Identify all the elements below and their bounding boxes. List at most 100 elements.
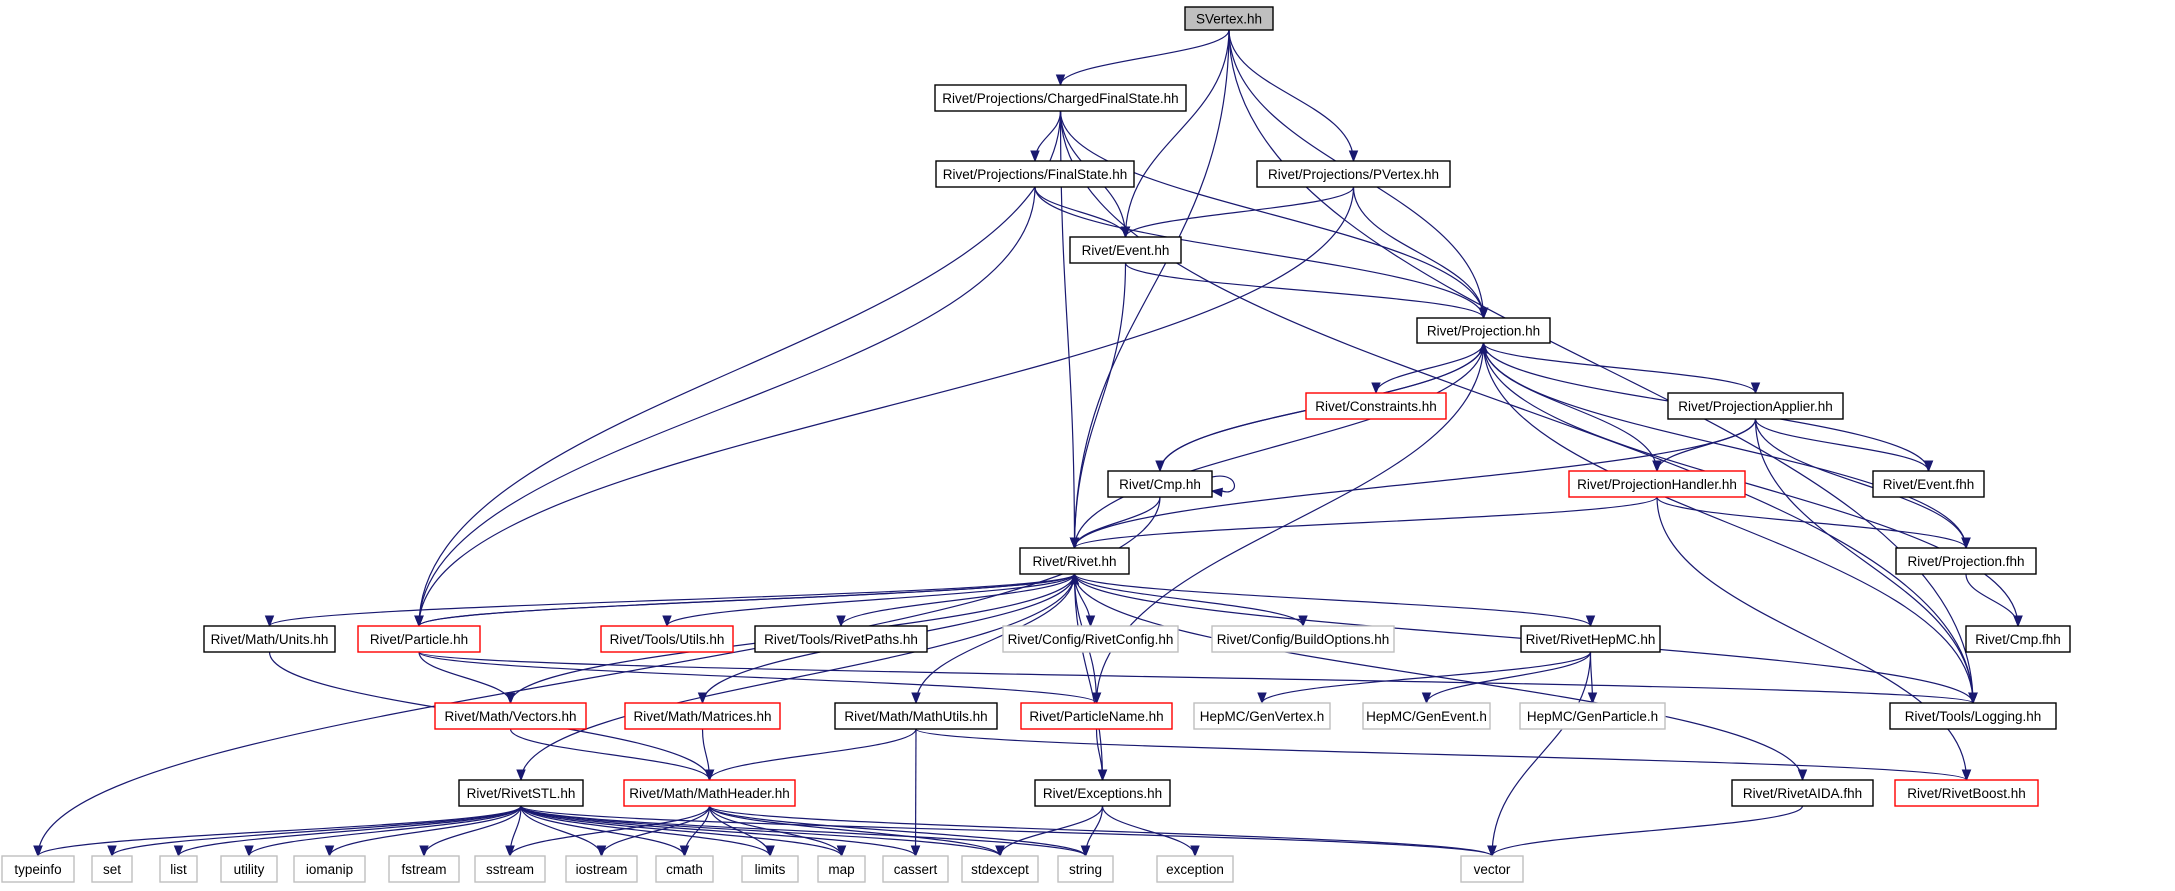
graph-node-list[interactable]: list <box>159 855 198 883</box>
node-label: iostream <box>576 862 628 877</box>
edge-line <box>1228 29 1355 162</box>
edge-line <box>1375 342 1485 394</box>
node-box <box>834 702 998 730</box>
graph-node-genparticle[interactable]: HepMC/GenParticle.h <box>1519 702 1666 730</box>
node-label: Rivet/Projections/PVertex.hh <box>1268 167 1439 182</box>
edge-line <box>328 805 522 857</box>
edge-arrowhead <box>173 845 184 858</box>
edge-arrowhead <box>1055 74 1066 87</box>
graph-node-vectors[interactable]: Rivet/Math/Vectors.hh <box>434 702 587 730</box>
edge-line <box>915 573 1076 704</box>
node-box <box>1256 160 1451 188</box>
graph-node-cmpfhh[interactable]: Rivet/Cmp.fhh <box>1965 625 2071 653</box>
graph-node-mathutils[interactable]: Rivet/Math/MathUtils.hh <box>834 702 998 730</box>
node-label: Rivet/Projections/ChargedFinalState.hh <box>942 91 1178 106</box>
edge-rivet-to-rivetpaths <box>836 573 1076 628</box>
graph-node-typeinfo[interactable]: typeinfo <box>1 855 75 883</box>
node-label: Rivet/Projection.hh <box>1427 324 1540 339</box>
edge-arrowhead <box>1371 382 1381 395</box>
edge-mathheader-to-string <box>708 805 1091 858</box>
edge-rivetstl-to-vector <box>520 805 1497 858</box>
graph-node-genevent[interactable]: HepMC/GenEvent.h <box>1362 702 1491 730</box>
node-label: Rivet/RivetAIDA.fhh <box>1743 786 1862 801</box>
node-label: list <box>170 862 187 877</box>
graph-node-projapplier[interactable]: Rivet/ProjectionApplier.hh <box>1667 392 1844 420</box>
node-label: Rivet/Tools/RivetPaths.hh <box>764 632 918 647</box>
graph-node-projection[interactable]: Rivet/Projection.hh <box>1416 317 1551 344</box>
edge-line <box>1059 110 1974 704</box>
graph-node-eventfhh[interactable]: Rivet/Event.fhh <box>1872 470 1985 498</box>
node-label: Rivet/Cmp.hh <box>1119 477 1201 492</box>
graph-node-sstream[interactable]: sstream <box>474 855 546 883</box>
node-label: exception <box>1166 862 1224 877</box>
graph-node-svertex[interactable]: SVertex.hh <box>1184 6 1274 31</box>
graph-node-buildoptions[interactable]: Rivet/Config/BuildOptions.hh <box>1211 625 1395 653</box>
graph-node-particlename[interactable]: Rivet/ParticleName.hh <box>1020 702 1173 730</box>
graph-node-map[interactable]: map <box>817 855 866 883</box>
graph-node-string[interactable]: string <box>1057 855 1114 883</box>
graph-node-rivetaida[interactable]: Rivet/RivetAIDA.fhh <box>1731 779 1874 807</box>
edge-projection-to-projfhh <box>1482 342 1971 550</box>
graph-node-constraints[interactable]: Rivet/Constraints.hh <box>1305 392 1447 420</box>
edge-arrowhead <box>704 769 715 782</box>
node-label: Rivet/Exceptions.hh <box>1043 786 1162 801</box>
graph-node-exceptions[interactable]: Rivet/Exceptions.hh <box>1034 779 1171 807</box>
graph-node-vector[interactable]: vector <box>1460 855 1524 883</box>
node-label: Rivet/RivetHepMC.hh <box>1526 632 1656 647</box>
graph-node-genvertex[interactable]: HepMC/GenVertex.h <box>1193 702 1331 730</box>
graph-node-iomanip[interactable]: iomanip <box>293 855 366 883</box>
edge-particle-to-particlename <box>418 651 1102 705</box>
graph-node-rivet[interactable]: Rivet/Rivet.hh <box>1019 547 1130 575</box>
edge-pvertex-to-particle <box>414 186 1355 628</box>
graph-node-set[interactable]: set <box>91 855 133 883</box>
graph-node-event[interactable]: Rivet/Event.hh <box>1069 236 1182 264</box>
graph-node-rivetconfig[interactable]: Rivet/Config/RivetConfig.hh <box>1002 625 1179 653</box>
graph-node-stdexcept[interactable]: stdexcept <box>961 855 1039 883</box>
graph-node-cmp[interactable]: Rivet/Cmp.hh <box>1107 470 1213 498</box>
edge-line <box>268 573 1076 627</box>
edge-rivet-to-projection <box>1073 341 1489 549</box>
edge-line <box>1482 342 1757 394</box>
graph-node-cmath[interactable]: cmath <box>655 855 714 883</box>
graph-node-rivetboost[interactable]: Rivet/RivetBoost.hh <box>1894 779 2039 807</box>
graph-node-utils[interactable]: Rivet/Tools/Utils.hh <box>600 625 734 653</box>
node-label: Rivet/Math/Matrices.hh <box>633 709 771 724</box>
edge-rivet-to-buildoptions <box>1073 573 1308 628</box>
graph-node-utility[interactable]: utility <box>220 855 278 883</box>
graph-node-projfhh[interactable]: Rivet/Projection.fhh <box>1895 547 2037 575</box>
graph-node-limits[interactable]: limits <box>741 855 799 883</box>
graph-node-exception[interactable]: exception <box>1156 855 1234 883</box>
graph-node-units[interactable]: Rivet/Math/Units.hh <box>203 625 336 653</box>
graph-node-logging[interactable]: Rivet/Tools/Logging.hh <box>1889 702 2057 730</box>
graph-node-fstream[interactable]: fstream <box>388 855 460 883</box>
node-box <box>357 625 481 653</box>
graph-node-cassert[interactable]: cassert <box>882 855 949 883</box>
graph-node-matrices[interactable]: Rivet/Math/Matrices.hh <box>624 702 781 730</box>
node-box <box>1895 547 2037 575</box>
edge-arrowhead <box>1120 226 1131 239</box>
graph-node-rivetstl[interactable]: Rivet/RivetSTL.hh <box>458 779 584 807</box>
edge-projapplier-to-eventfhh <box>1754 418 1934 473</box>
graph-node-pvertex[interactable]: Rivet/Projections/PVertex.hh <box>1256 160 1451 188</box>
node-box <box>1002 625 1179 653</box>
node-box <box>961 855 1039 883</box>
node-label: Rivet/Projection.fhh <box>1907 554 2024 569</box>
edge-rivetstl-to-utility <box>244 805 522 858</box>
edge-vectors-to-mathheader <box>509 728 715 782</box>
graph-node-projhandler[interactable]: Rivet/ProjectionHandler.hh <box>1568 470 1746 498</box>
graph-node-iostream[interactable]: iostream <box>565 855 638 883</box>
graph-node-fs[interactable]: Rivet/Projections/FinalState.hh <box>935 160 1135 188</box>
edge-arrowhead <box>1080 845 1091 858</box>
graph-node-particle[interactable]: Rivet/Particle.hh <box>357 625 481 653</box>
graph-node-rivethepmc[interactable]: Rivet/RivetHepMC.hh <box>1520 625 1661 653</box>
node-label: HepMC/GenEvent.h <box>1366 709 1487 724</box>
graph-node-mathheader[interactable]: Rivet/Math/MathHeader.hh <box>623 779 796 807</box>
graph-node-rivetpaths[interactable]: Rivet/Tools/RivetPaths.hh <box>754 625 928 653</box>
edge-line <box>418 573 1076 627</box>
edge-arrowhead <box>107 845 117 858</box>
edge-projhandler-to-projfhh <box>1656 496 1971 550</box>
graph-node-cfs[interactable]: Rivet/Projections/ChargedFinalState.hh <box>934 84 1187 112</box>
edge-arrowhead <box>1421 692 1432 705</box>
edge-line <box>520 805 686 857</box>
